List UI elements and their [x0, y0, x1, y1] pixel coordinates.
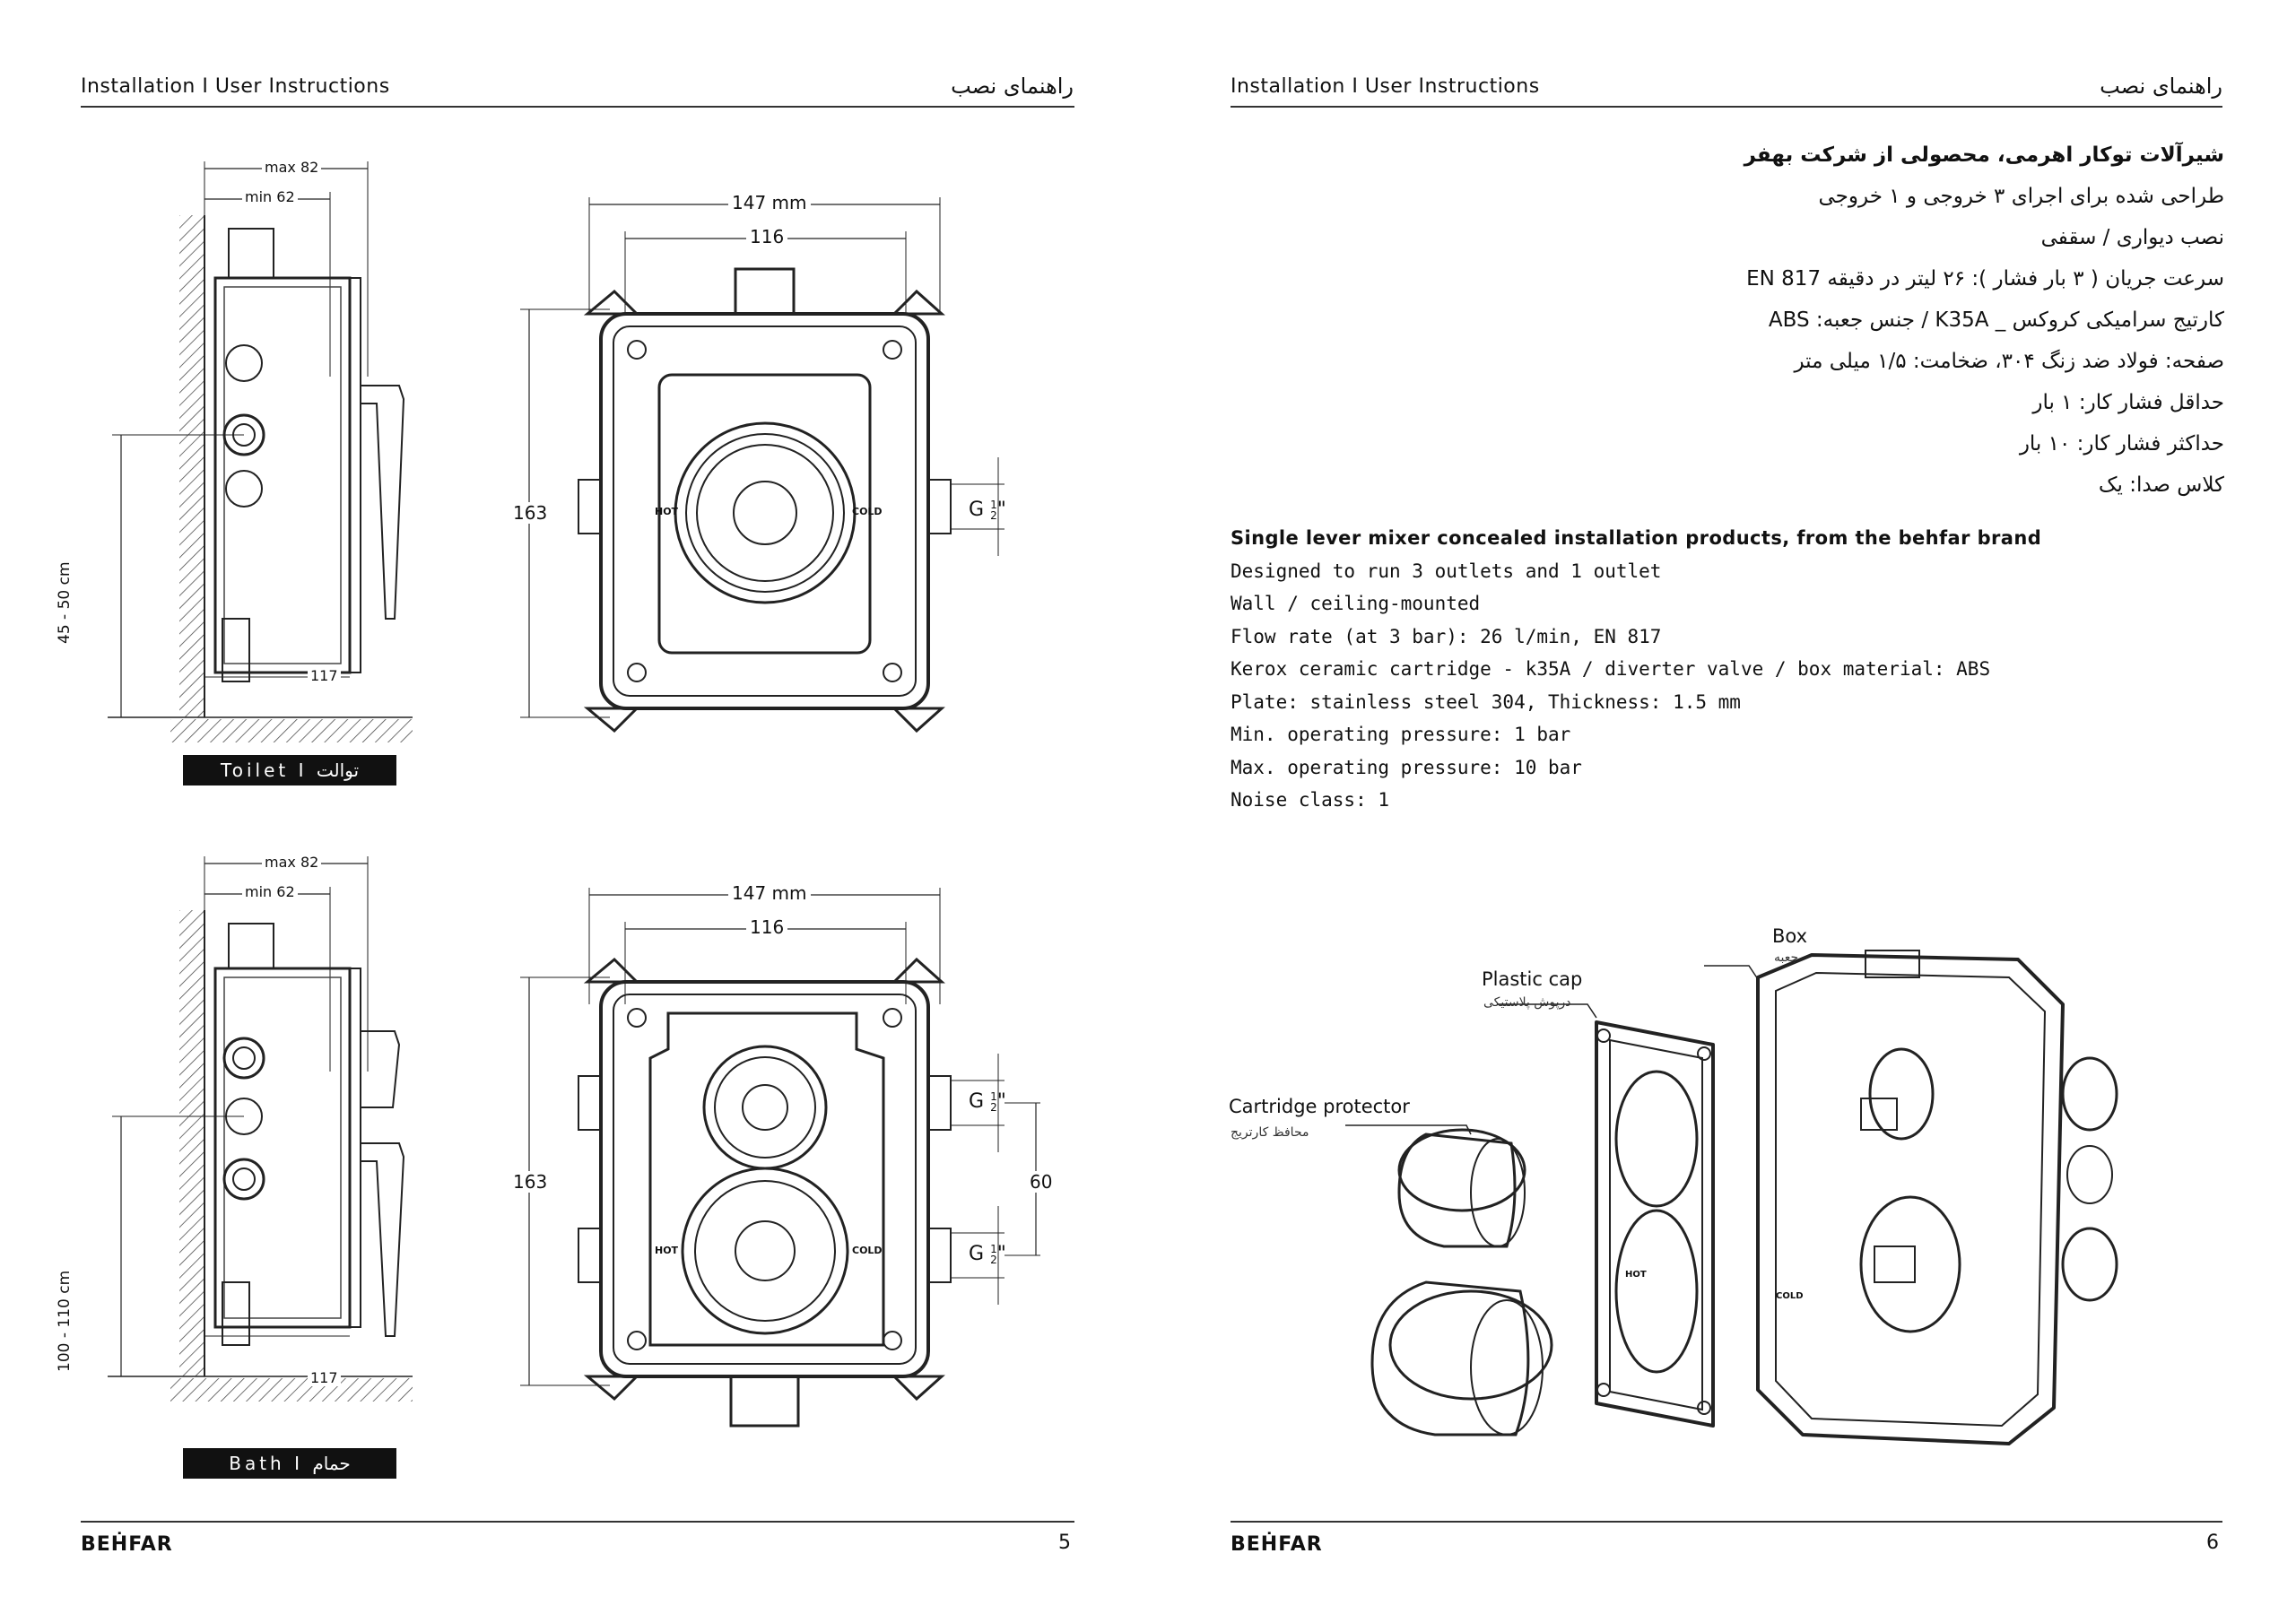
tag-bath: Bath I حمام: [183, 1448, 396, 1479]
en-spec-line: Designed to run 3 outlets and 1 outlet: [1231, 560, 1662, 582]
fa-spec-line: حداکثر فشار کار: ۱۰ بار: [2019, 432, 2224, 456]
header-title-fa: راهنمای نصب: [2100, 74, 2222, 99]
side-view-diagram-toilet: [108, 161, 413, 742]
page-number: 6: [2206, 1532, 2219, 1554]
front-view-diagram-toilet: [520, 197, 1004, 733]
en-spec-line: Wall / ceiling-mounted: [1231, 593, 1481, 614]
min-label-top: min 62: [242, 188, 298, 205]
fa-spec-line: کارتیج سرامیکی کروکس _ K35A / جنس جعبه: …: [1768, 308, 2224, 332]
en-spec-line: Plate: stainless steel 304, Thickness: 1…: [1231, 690, 1741, 713]
en-spec-line: Noise class: 1: [1231, 789, 1390, 811]
fa-spec-line: سرعت جریان ( ۳ بار فشار ): ۲۶ لیتر در دق…: [1746, 267, 2224, 291]
cold-label-bottom: COLD: [852, 1245, 883, 1256]
thread-den: 2: [990, 1254, 997, 1266]
exploded-cold-label: COLD: [1776, 1291, 1804, 1301]
thread-num: 1: [990, 499, 997, 511]
height-range-top: 45 - 50 cm: [56, 561, 74, 644]
fa-spec-line: طراحی شده برای اجرای ۳ خروجی و ۱ خروجی: [1818, 185, 2224, 208]
en-spec-line: Min. operating pressure: 1 bar: [1231, 724, 1571, 745]
en-spec-title: Single lever mixer concealed installatio…: [1231, 527, 2042, 549]
thread-label-bottom-lower: G 1 2 ": [969, 1243, 1006, 1266]
thread-letter: G: [969, 499, 985, 521]
thread-num: 1: [990, 1090, 997, 1103]
thread-fraction: 1 2: [990, 1091, 997, 1113]
brand-logo: BEḢFAR: [81, 1533, 173, 1556]
thread-den: 2: [990, 509, 997, 522]
en-spec-line: Flow rate (at 3 bar): 26 l/min, EN 817: [1231, 625, 1662, 647]
depth-label-top: 117: [308, 667, 341, 684]
height-range-bottom: 100 - 110 cm: [56, 1270, 74, 1372]
left-page: Installation I User Instructions راهنمای…: [56, 74, 1074, 1556]
front-view-diagram-bath: [520, 888, 1040, 1428]
exploded-view-diagram: [1345, 950, 2118, 1445]
fa-spec-line: حداقل فشار کار: ۱ بار: [2032, 391, 2224, 414]
height-label-bottom: 163: [513, 1171, 548, 1193]
english-spec-list: Single lever mixer concealed installatio…: [1231, 522, 2127, 817]
thread-letter: G: [969, 1090, 985, 1113]
tag-toilet: Toilet I توالت: [183, 755, 396, 785]
thread-letter: G: [969, 1243, 985, 1265]
header-title-en: Installation I User Instructions: [81, 75, 390, 98]
footer-rule: [1231, 1521, 2222, 1523]
callout-plastic-cap-fa: درپوش پلاستیکی: [1483, 995, 1571, 1010]
page-number: 5: [1058, 1532, 1071, 1554]
thread-fraction: 1 2: [990, 499, 997, 521]
side-view-diagram-bath: [108, 856, 413, 1402]
brand-logo: BEḢFAR: [1231, 1533, 1323, 1556]
header-title-fa: راهنمای نصب: [951, 74, 1074, 99]
thread-fraction: 1 2: [990, 1244, 997, 1265]
width-outer-bottom: 147 mm: [728, 882, 811, 904]
hot-label-top: HOT: [655, 506, 679, 517]
fa-spec-line: کلاس صدا: یک: [2098, 473, 2224, 497]
thread-label-top: G 1 2 ": [969, 499, 1006, 522]
en-spec-line: Kerox ceramic cartridge - k35A / diverte…: [1231, 658, 1991, 680]
header-rule: [81, 106, 1074, 108]
max-label-top: max 82: [262, 159, 322, 176]
callout-box-fa: جعبه: [1774, 950, 1799, 965]
width-inner-top: 116: [746, 226, 788, 247]
right-page: Installation I User Instructions راهنمای…: [1148, 0, 2296, 1623]
depth-label-bottom: 117: [308, 1369, 341, 1386]
hot-label-bottom: HOT: [655, 1245, 679, 1256]
thread-den: 2: [990, 1101, 997, 1114]
callout-box: Box: [1772, 925, 1808, 947]
exploded-hot-label: HOT: [1625, 1270, 1647, 1280]
fa-spec-line: نصب دیواری / سقفی: [2040, 226, 2224, 249]
persian-spec-list: شیرآلات توکار اهرمی، محصولی از شرکت بهفر…: [1327, 135, 2224, 506]
max-label-bottom: max 82: [262, 854, 322, 871]
thread-label-bottom-upper: G 1 2 ": [969, 1090, 1006, 1114]
width-inner-bottom: 116: [746, 916, 788, 938]
header-title-en: Installation I User Instructions: [1231, 75, 1540, 98]
footer-rule: [81, 1521, 1074, 1523]
callout-cartridge-protector: Cartridge protector: [1229, 1096, 1410, 1117]
en-spec-line: Max. operating pressure: 10 bar: [1231, 756, 1582, 778]
callout-plastic-cap: Plastic cap: [1482, 968, 1583, 990]
thread-num: 1: [990, 1243, 997, 1255]
header-rule: [1231, 106, 2222, 108]
fa-spec-line: صفحه: فولاد ضد زنگ ۳۰۴، ضخامت: ۱/۵ میلی …: [1794, 350, 2224, 373]
fa-spec-title: شیرآلات توکار اهرمی، محصولی از شرکت بهفر: [1744, 143, 2224, 167]
height-label-top: 163: [513, 502, 548, 524]
cold-label-top: COLD: [852, 506, 883, 517]
spacing-label-bottom: 60: [1030, 1171, 1053, 1193]
min-label-bottom: min 62: [242, 883, 298, 900]
width-outer-top: 147 mm: [728, 192, 811, 213]
callout-cartridge-protector-fa: محافظ کارتریج: [1231, 1125, 1309, 1140]
